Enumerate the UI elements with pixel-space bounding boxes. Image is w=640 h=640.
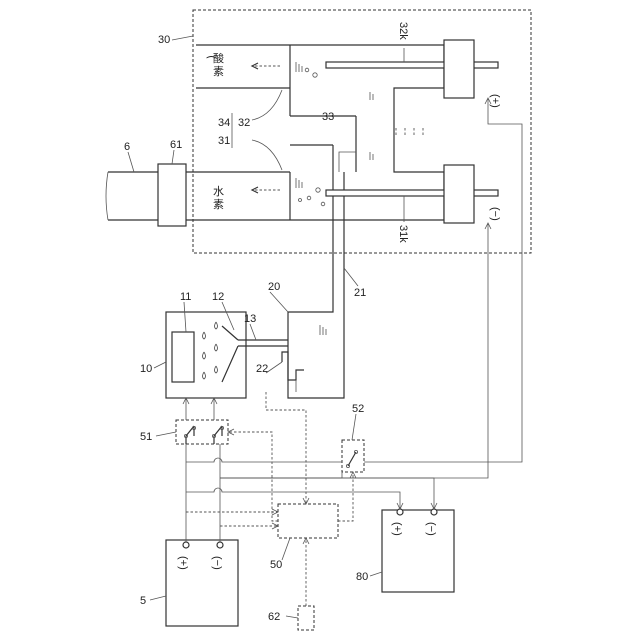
ref-20: 20: [268, 281, 280, 293]
source-terminal-plus: [183, 542, 189, 548]
leader-13: [250, 324, 256, 340]
switch-52: [342, 440, 364, 472]
ref-32: 32: [238, 117, 250, 129]
leader-5: [150, 596, 166, 600]
ref-32k: 32k: [397, 22, 409, 40]
ref-33: 33: [322, 111, 334, 123]
anode-polarity-label: (+): [489, 94, 501, 108]
hydrogen-label-2: 素: [213, 198, 224, 211]
power-source-5: [166, 540, 238, 626]
ref-62: 62: [268, 611, 280, 623]
leader-30: [172, 36, 193, 40]
input-device-62: [298, 606, 314, 630]
leader-62: [286, 616, 298, 618]
ref-31: 31: [218, 135, 230, 147]
leader-22: [266, 362, 282, 373]
source-minus-label: (−): [211, 556, 223, 570]
ref-10: 10: [140, 363, 152, 375]
gas-pipe-6: [108, 172, 158, 220]
ref-50: 50: [270, 559, 282, 571]
ref-34: 34: [218, 117, 230, 129]
battery-terminal-minus: [431, 509, 437, 515]
ref-51: 51: [140, 431, 152, 443]
leader-20: [270, 292, 288, 312]
ref-12: 12: [212, 291, 224, 303]
coupling-61: [158, 164, 186, 226]
ref-5: 5: [140, 595, 146, 607]
ref-52: 52: [352, 403, 364, 415]
source-plus-label: (+): [177, 556, 189, 570]
signal-controller-to-51: [228, 432, 278, 521]
oxygen-label-1: 酸: [213, 51, 224, 65]
tank-water-level: [320, 325, 326, 335]
ref-30: 30: [158, 34, 170, 46]
leader-80: [370, 572, 382, 576]
battery-plus-label: (+): [391, 522, 403, 536]
controller-50: [278, 504, 338, 538]
wire-to-switch-52: [186, 458, 342, 462]
ref-80: 80: [356, 571, 368, 583]
leader-6: [128, 152, 134, 172]
pipe-break: [106, 172, 108, 220]
component-11: [172, 332, 194, 382]
ref-6: 6: [124, 141, 130, 153]
battery-terminal-plus: [397, 509, 403, 515]
ref-21: 21: [354, 287, 366, 299]
source-terminal-minus: [217, 542, 223, 548]
leader-51: [156, 432, 176, 436]
leader-10: [154, 362, 166, 368]
hydrogen-label-1: 水: [213, 185, 224, 198]
sensor-22: [282, 352, 304, 380]
leader-21: [344, 268, 358, 286]
battery-minus-label: (−): [425, 522, 437, 536]
leader-50: [282, 538, 290, 560]
ref-13: 13: [244, 313, 256, 325]
ref-61: 61: [170, 139, 182, 151]
leader-52: [352, 414, 356, 440]
electrolysis-unit-enclosure: [193, 10, 531, 253]
switch-51: [176, 420, 228, 444]
terminal-block-lower: [444, 165, 474, 223]
ref-31k: 31k: [397, 225, 409, 243]
wire-minus-52: [220, 472, 342, 478]
oxygen-label-2: 素: [213, 65, 224, 78]
leader-61: [172, 150, 174, 164]
cathode-polarity-label: (−): [489, 207, 501, 221]
ref-11: 11: [180, 291, 191, 303]
terminal-block-upper: [444, 40, 474, 98]
signal-controller-to-52: [338, 472, 353, 521]
